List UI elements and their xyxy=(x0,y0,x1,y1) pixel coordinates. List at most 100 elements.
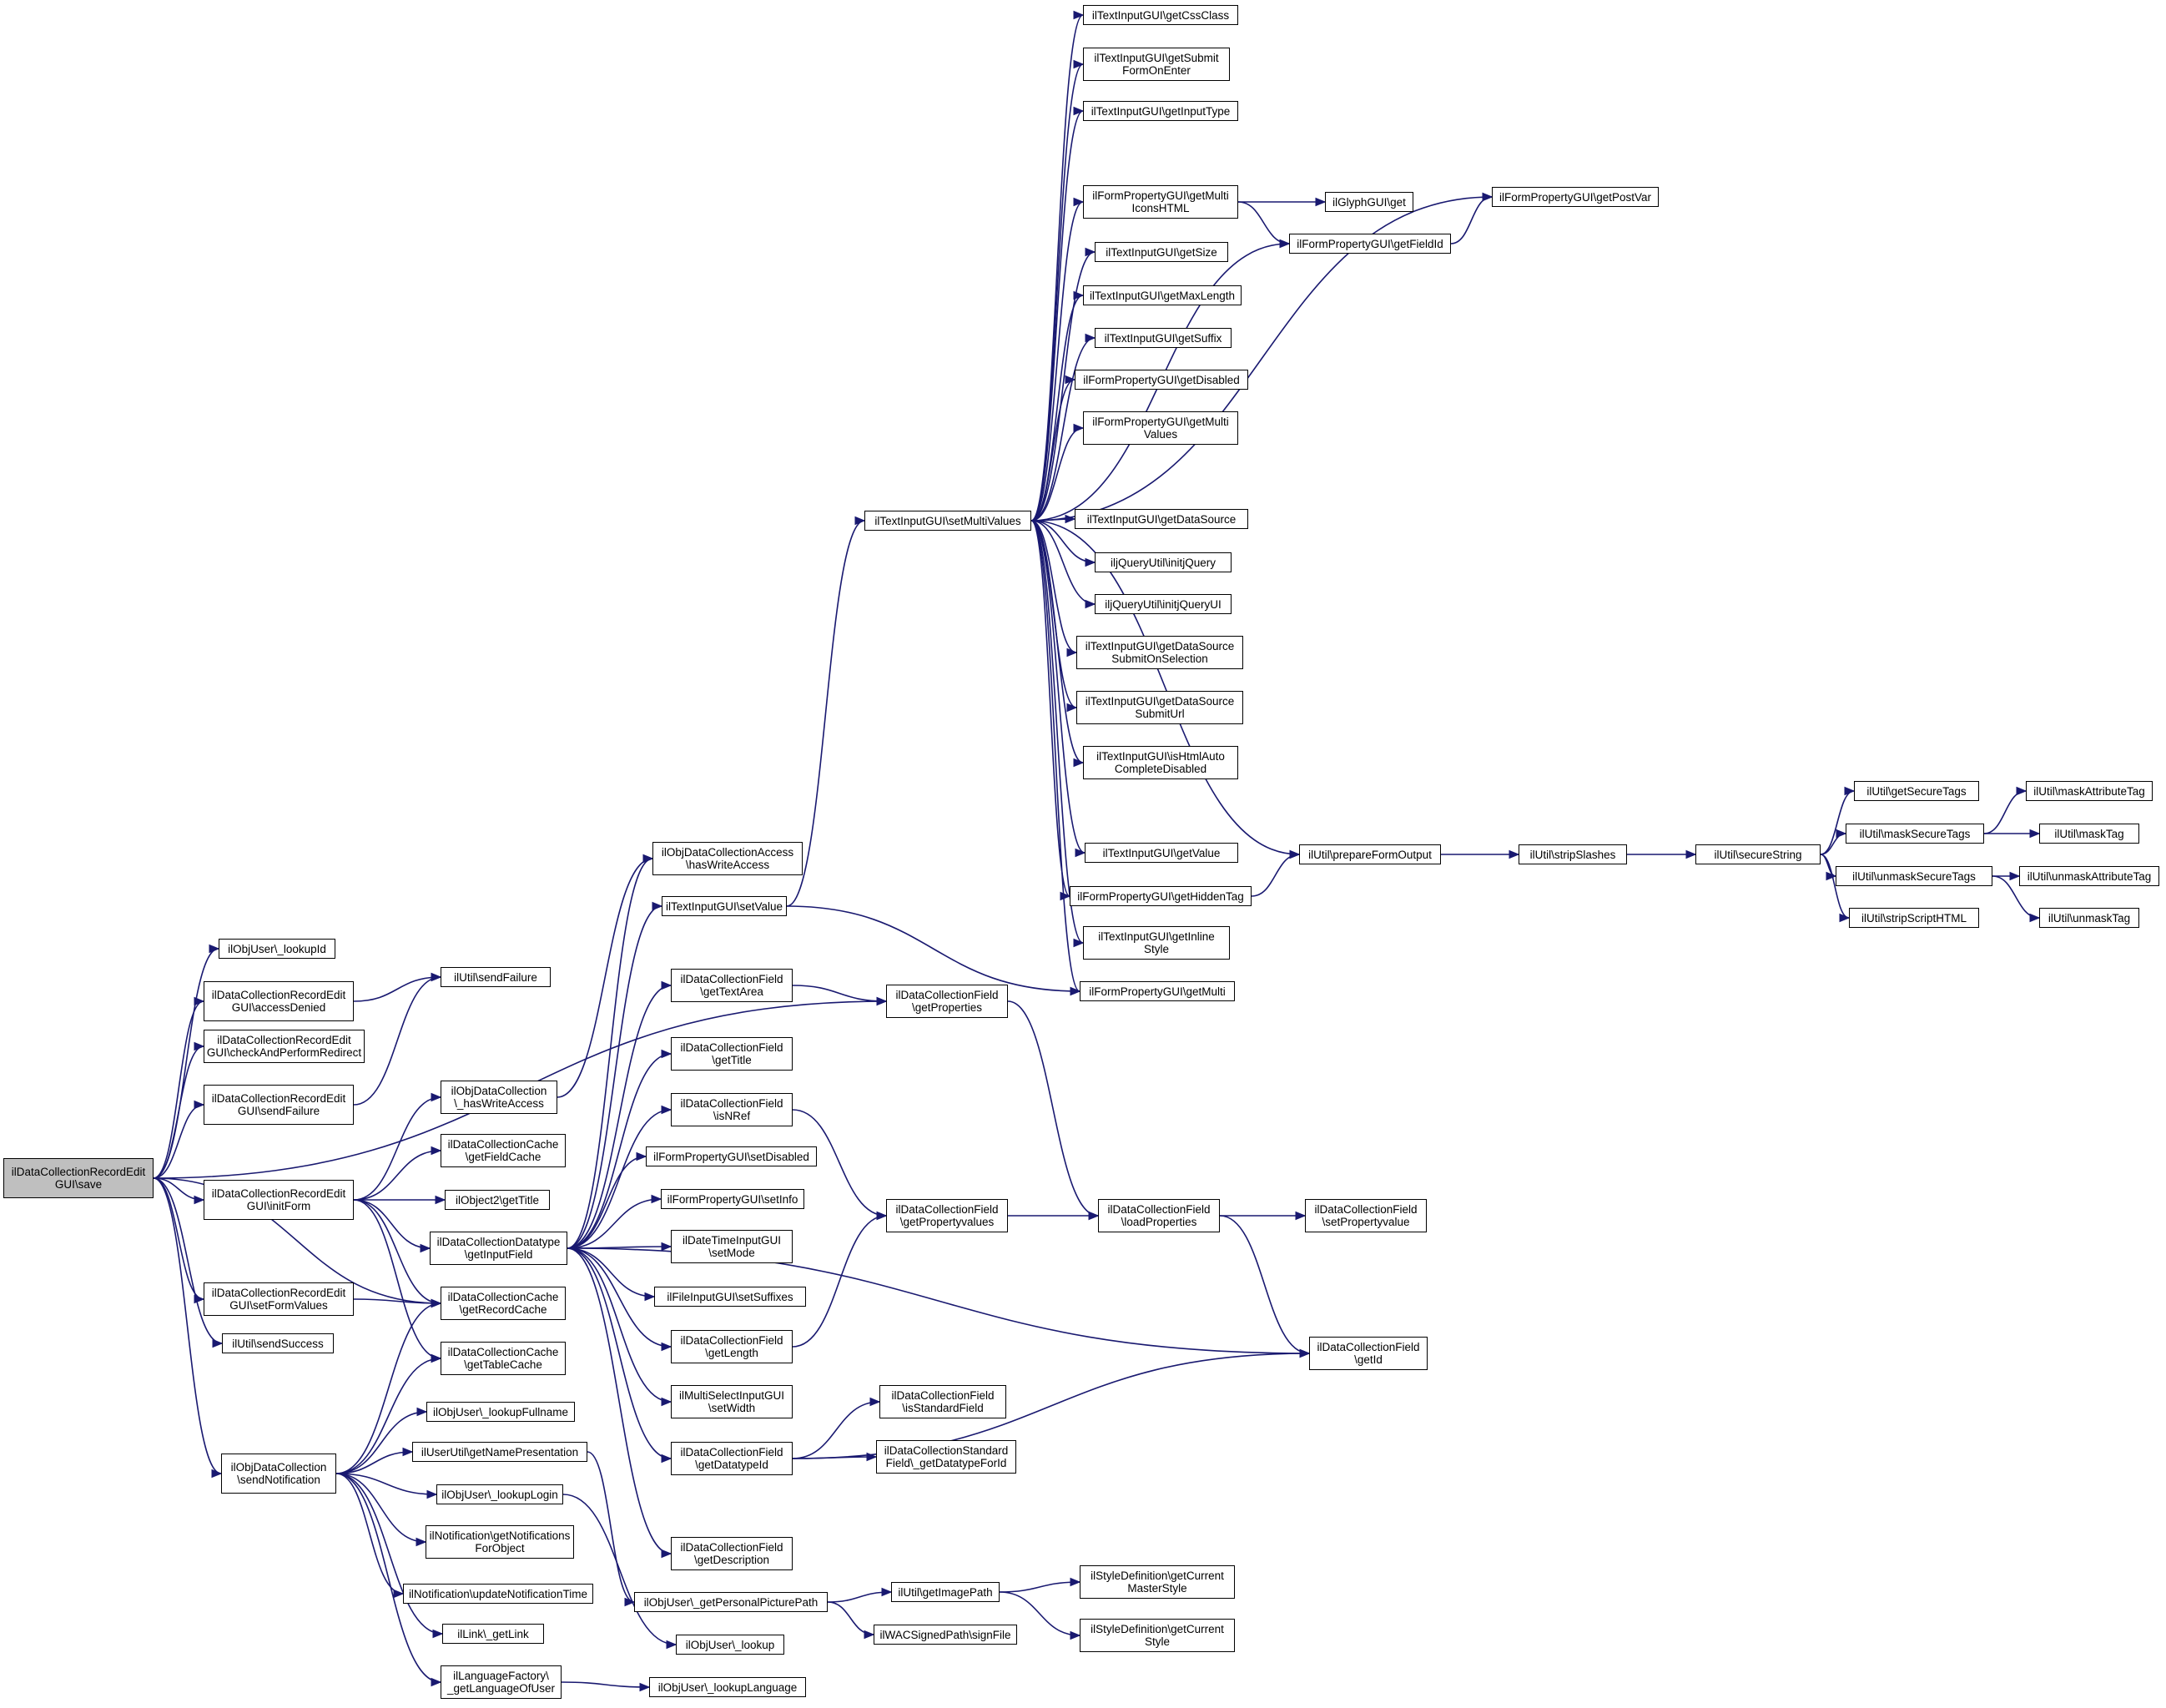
node-get-description[interactable]: ilDataCollectionField\getDescription xyxy=(671,1537,793,1570)
node-label: \_hasWriteAccess xyxy=(454,1097,544,1110)
node-initj-query[interactable]: iljQueryUtil\initjQuery xyxy=(1095,552,1232,572)
node-label: ilTextInputGUI\getSize xyxy=(1106,245,1217,259)
node-set-value[interactable]: ilTextInputGUI\setValue xyxy=(662,896,787,916)
node-prepare-form-output[interactable]: ilUtil\prepareFormOutput xyxy=(1299,844,1441,864)
node-lookup-language[interactable]: ilObjUser\_lookupLanguage xyxy=(649,1677,806,1697)
node-sign-file[interactable]: ilWACSignedPath\signFile xyxy=(874,1625,1017,1645)
node-is-standard-field[interactable]: ilDataCollectionField\isStandardField xyxy=(879,1385,1006,1418)
node-secure-string[interactable]: ilUtil\secureString xyxy=(1695,844,1821,864)
node-set-multi-values[interactable]: ilTextInputGUI\setMultiValues xyxy=(864,511,1031,531)
node-get-post-var[interactable]: ilFormPropertyGUI\getPostVar xyxy=(1492,187,1659,207)
node-get-id[interactable]: ilDataCollectionField\getId xyxy=(1309,1337,1428,1370)
node-get-link[interactable]: ilLink\_getLink xyxy=(442,1624,544,1644)
node-set-width[interactable]: ilMultiSelectInputGUI\setWidth xyxy=(671,1385,793,1418)
node-load-properties[interactable]: ilDataCollectionField\loadProperties xyxy=(1098,1199,1220,1232)
arrowhead xyxy=(1295,1211,1307,1221)
arrowhead xyxy=(431,1677,442,1687)
node-get-name-presentation[interactable]: ilUserUtil\getNamePresentation xyxy=(412,1442,587,1462)
node-mask-secure-tags[interactable]: ilUtil\maskSecureTags xyxy=(1846,824,1984,844)
node-set-disabled[interactable]: ilFormPropertyGUI\setDisabled xyxy=(646,1146,817,1166)
node-get-title-obj[interactable]: ilObject2\getTitle xyxy=(445,1190,550,1210)
node-lookup-id[interactable]: ilObjUser\_lookupId xyxy=(219,939,335,959)
node-send-notification[interactable]: ilObjDataCollection\sendNotification xyxy=(221,1454,336,1494)
node-get-table-cache[interactable]: ilDataCollectionCache\getTableCache xyxy=(441,1342,566,1375)
node-get-css-class[interactable]: ilTextInputGUI\getCssClass xyxy=(1083,5,1238,25)
node-get-propertyvalues[interactable]: ilDataCollectionField\getPropertyvalues xyxy=(886,1199,1008,1232)
node-send-success[interactable]: ilUtil\sendSuccess xyxy=(222,1333,334,1353)
node-get-field-cache[interactable]: ilDataCollectionCache\getFieldCache xyxy=(441,1134,566,1167)
node-unmask-secure-tags[interactable]: ilUtil\unmaskSecureTags xyxy=(1836,866,1992,886)
node-label: ilObjUser\_lookup xyxy=(685,1638,775,1651)
node-unmask-attribute-tag[interactable]: ilUtil\unmaskAttributeTag xyxy=(2019,866,2159,886)
edge-init-form-to-has-write-access-priv xyxy=(353,1096,441,1201)
node-has-write-access[interactable]: ilObjDataCollectionAccess\hasWriteAccess xyxy=(652,842,803,875)
node-get-hidden-tag[interactable]: ilFormPropertyGUI\getHiddenTag xyxy=(1070,886,1252,906)
node-is-nref[interactable]: ilDataCollectionField\isNRef xyxy=(671,1093,793,1126)
node-set-suffixes[interactable]: ilFileInputGUI\setSuffixes xyxy=(654,1287,806,1307)
node-get-record-cache[interactable]: ilDataCollectionCache\getRecordCache xyxy=(441,1287,566,1320)
node-set-mode[interactable]: ilDateTimeInputGUI\setMode xyxy=(671,1230,793,1263)
node-get-multi[interactable]: ilFormPropertyGUI\getMulti xyxy=(1080,981,1235,1001)
arrowhead xyxy=(644,1292,656,1302)
node-get-length[interactable]: ilDataCollectionField\getLength xyxy=(671,1330,793,1363)
arrowhead xyxy=(402,1447,414,1457)
arrowhead xyxy=(661,1397,672,1407)
node-get-input-field[interactable]: ilDataCollectionDatatype\getInputField xyxy=(430,1232,567,1265)
edge-save-to-send-success xyxy=(153,1177,223,1344)
node-util-send-failure[interactable]: ilUtil\sendFailure xyxy=(441,967,551,987)
node-mask-tag[interactable]: ilUtil\maskTag xyxy=(2039,824,2139,844)
node-strip-slashes[interactable]: ilUtil\stripSlashes xyxy=(1519,844,1627,864)
node-label: \getProperties xyxy=(911,1001,983,1014)
arrowhead xyxy=(1482,192,1494,202)
node-update-notification-time[interactable]: ilNotification\updateNotificationTime xyxy=(403,1584,593,1604)
node-lookup-fullname[interactable]: ilObjUser\_lookupFullname xyxy=(426,1402,575,1422)
node-get-image-path[interactable]: ilUtil\getImagePath xyxy=(891,1582,1000,1602)
node-label: ilUtil\unmaskSecureTags xyxy=(1852,869,1976,883)
node-set-info[interactable]: ilFormPropertyGUI\setInfo xyxy=(661,1189,804,1209)
node-mask-attribute-tag[interactable]: ilUtil\maskAttributeTag xyxy=(2026,781,2153,801)
node-get-disabled[interactable]: ilFormPropertyGUI\getDisabled xyxy=(1075,370,1248,390)
node-get-datatype-id[interactable]: ilDataCollectionField\getDatatypeId xyxy=(671,1442,793,1475)
node-get-properties[interactable]: ilDataCollectionField\getProperties xyxy=(886,985,1008,1018)
node-get-max-length[interactable]: ilTextInputGUI\getMaxLength xyxy=(1083,285,1242,305)
node-get-personal-picture-path[interactable]: ilObjUser\_getPersonalPicturePath xyxy=(634,1592,828,1612)
node-initj-query-ui[interactable]: iljQueryUtil\initjQueryUI xyxy=(1095,594,1232,614)
node-lookup[interactable]: ilObjUser\_lookup xyxy=(676,1635,784,1655)
node-label: \isNRef xyxy=(713,1110,751,1122)
node-glyph-get[interactable]: ilGlyphGUI\get xyxy=(1325,192,1413,212)
node-label: ilDataCollectionRecordEdit xyxy=(211,1187,346,1200)
node-get-size[interactable]: ilTextInputGUI\getSize xyxy=(1095,242,1228,262)
node-lookup-login[interactable]: ilObjUser\_lookupLogin xyxy=(436,1484,563,1504)
node-get-language-of-user[interactable]: ilLanguageFactory\_getLanguageOfUser xyxy=(441,1665,562,1699)
node-unmask-tag[interactable]: ilUtil\unmaskTag xyxy=(2039,908,2139,928)
node-get-data-source[interactable]: ilTextInputGUI\getDataSource xyxy=(1075,509,1248,529)
node-get-suffix[interactable]: ilTextInputGUI\getSuffix xyxy=(1095,328,1232,348)
node-get-field-id[interactable]: ilFormPropertyGUI\getFieldId xyxy=(1289,234,1451,254)
node-get-secure-tags[interactable]: ilUtil\getSecureTags xyxy=(1854,781,1979,801)
node-label: \getDescription xyxy=(693,1554,770,1566)
node-has-write-access-priv[interactable]: ilObjDataCollection\_hasWriteAccess xyxy=(441,1081,557,1114)
node-get-input-type[interactable]: ilTextInputGUI\getInputType xyxy=(1083,101,1238,121)
node-set-propertyvalue[interactable]: ilDataCollectionField\setPropertyvalue xyxy=(1305,1199,1427,1232)
node-strip-script-html[interactable]: ilUtil\stripScriptHTML xyxy=(1849,908,1979,928)
node-get-value[interactable]: ilTextInputGUI\getValue xyxy=(1085,843,1238,863)
node-get-title-field[interactable]: ilDataCollectionField\getTitle xyxy=(671,1037,793,1071)
node-get-text-area[interactable]: ilDataCollectionField\getTextArea xyxy=(671,969,793,1002)
